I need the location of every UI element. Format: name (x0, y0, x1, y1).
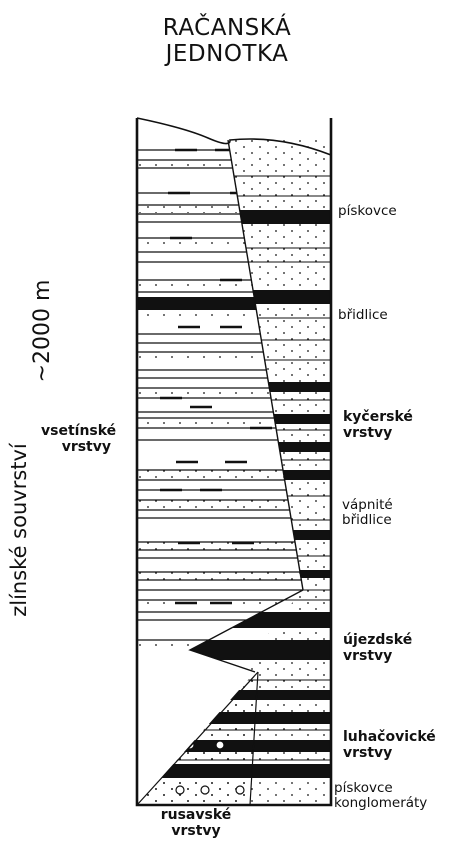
unit-label-vsetinske: vsetínské vrstvy (41, 423, 117, 455)
sandstone-bed (137, 388, 303, 396)
facies-boundary (227, 139, 304, 591)
unit-label-rusavske: rusavské vrstvy (160, 807, 232, 839)
column-outline (135, 118, 333, 807)
sandstone-bed (137, 470, 303, 478)
lithology-label-sandstone: pískovce (338, 203, 397, 219)
sandstone-bed (137, 572, 303, 580)
luhacovicke-boundary (249, 671, 259, 806)
sandstone-bed (137, 418, 303, 426)
unit-label-luhacovicke: luhačovické vrstvy (343, 729, 436, 761)
sandstone-bed (137, 309, 303, 317)
rusavske-boundary (136, 671, 259, 806)
lithology-label-conglomerate: konglomeráty (334, 795, 428, 811)
sandstone-bed (137, 500, 303, 508)
eroded-top-surface (136, 117, 332, 156)
figure-title: RAČANSKÁ JEDNOTKA (162, 15, 292, 67)
pebble (200, 785, 210, 795)
sandstone-bed (137, 160, 303, 168)
sandstone-facies-fill (137, 140, 331, 805)
unit-label-ujezdske: újezdské vrstvy (343, 632, 413, 664)
unit-label-kycerske: kyčerské vrstvy (343, 409, 413, 441)
pebble (215, 740, 225, 750)
sandstone-bed (137, 238, 303, 246)
sandstone-bed (137, 205, 303, 213)
lithology-label-calc-shale: vápnité břidlice (342, 497, 393, 529)
ujezdske-wedge-boundary (188, 589, 304, 673)
sandstone-bed (137, 352, 303, 360)
sandstone-bed (137, 280, 303, 288)
pebble (235, 785, 245, 795)
sandstone-bed (137, 542, 303, 550)
lithology-label-sandstone-bottom: pískovce (334, 780, 393, 796)
pebble (175, 785, 185, 795)
lithology-label-shale: břidlice (338, 307, 388, 323)
